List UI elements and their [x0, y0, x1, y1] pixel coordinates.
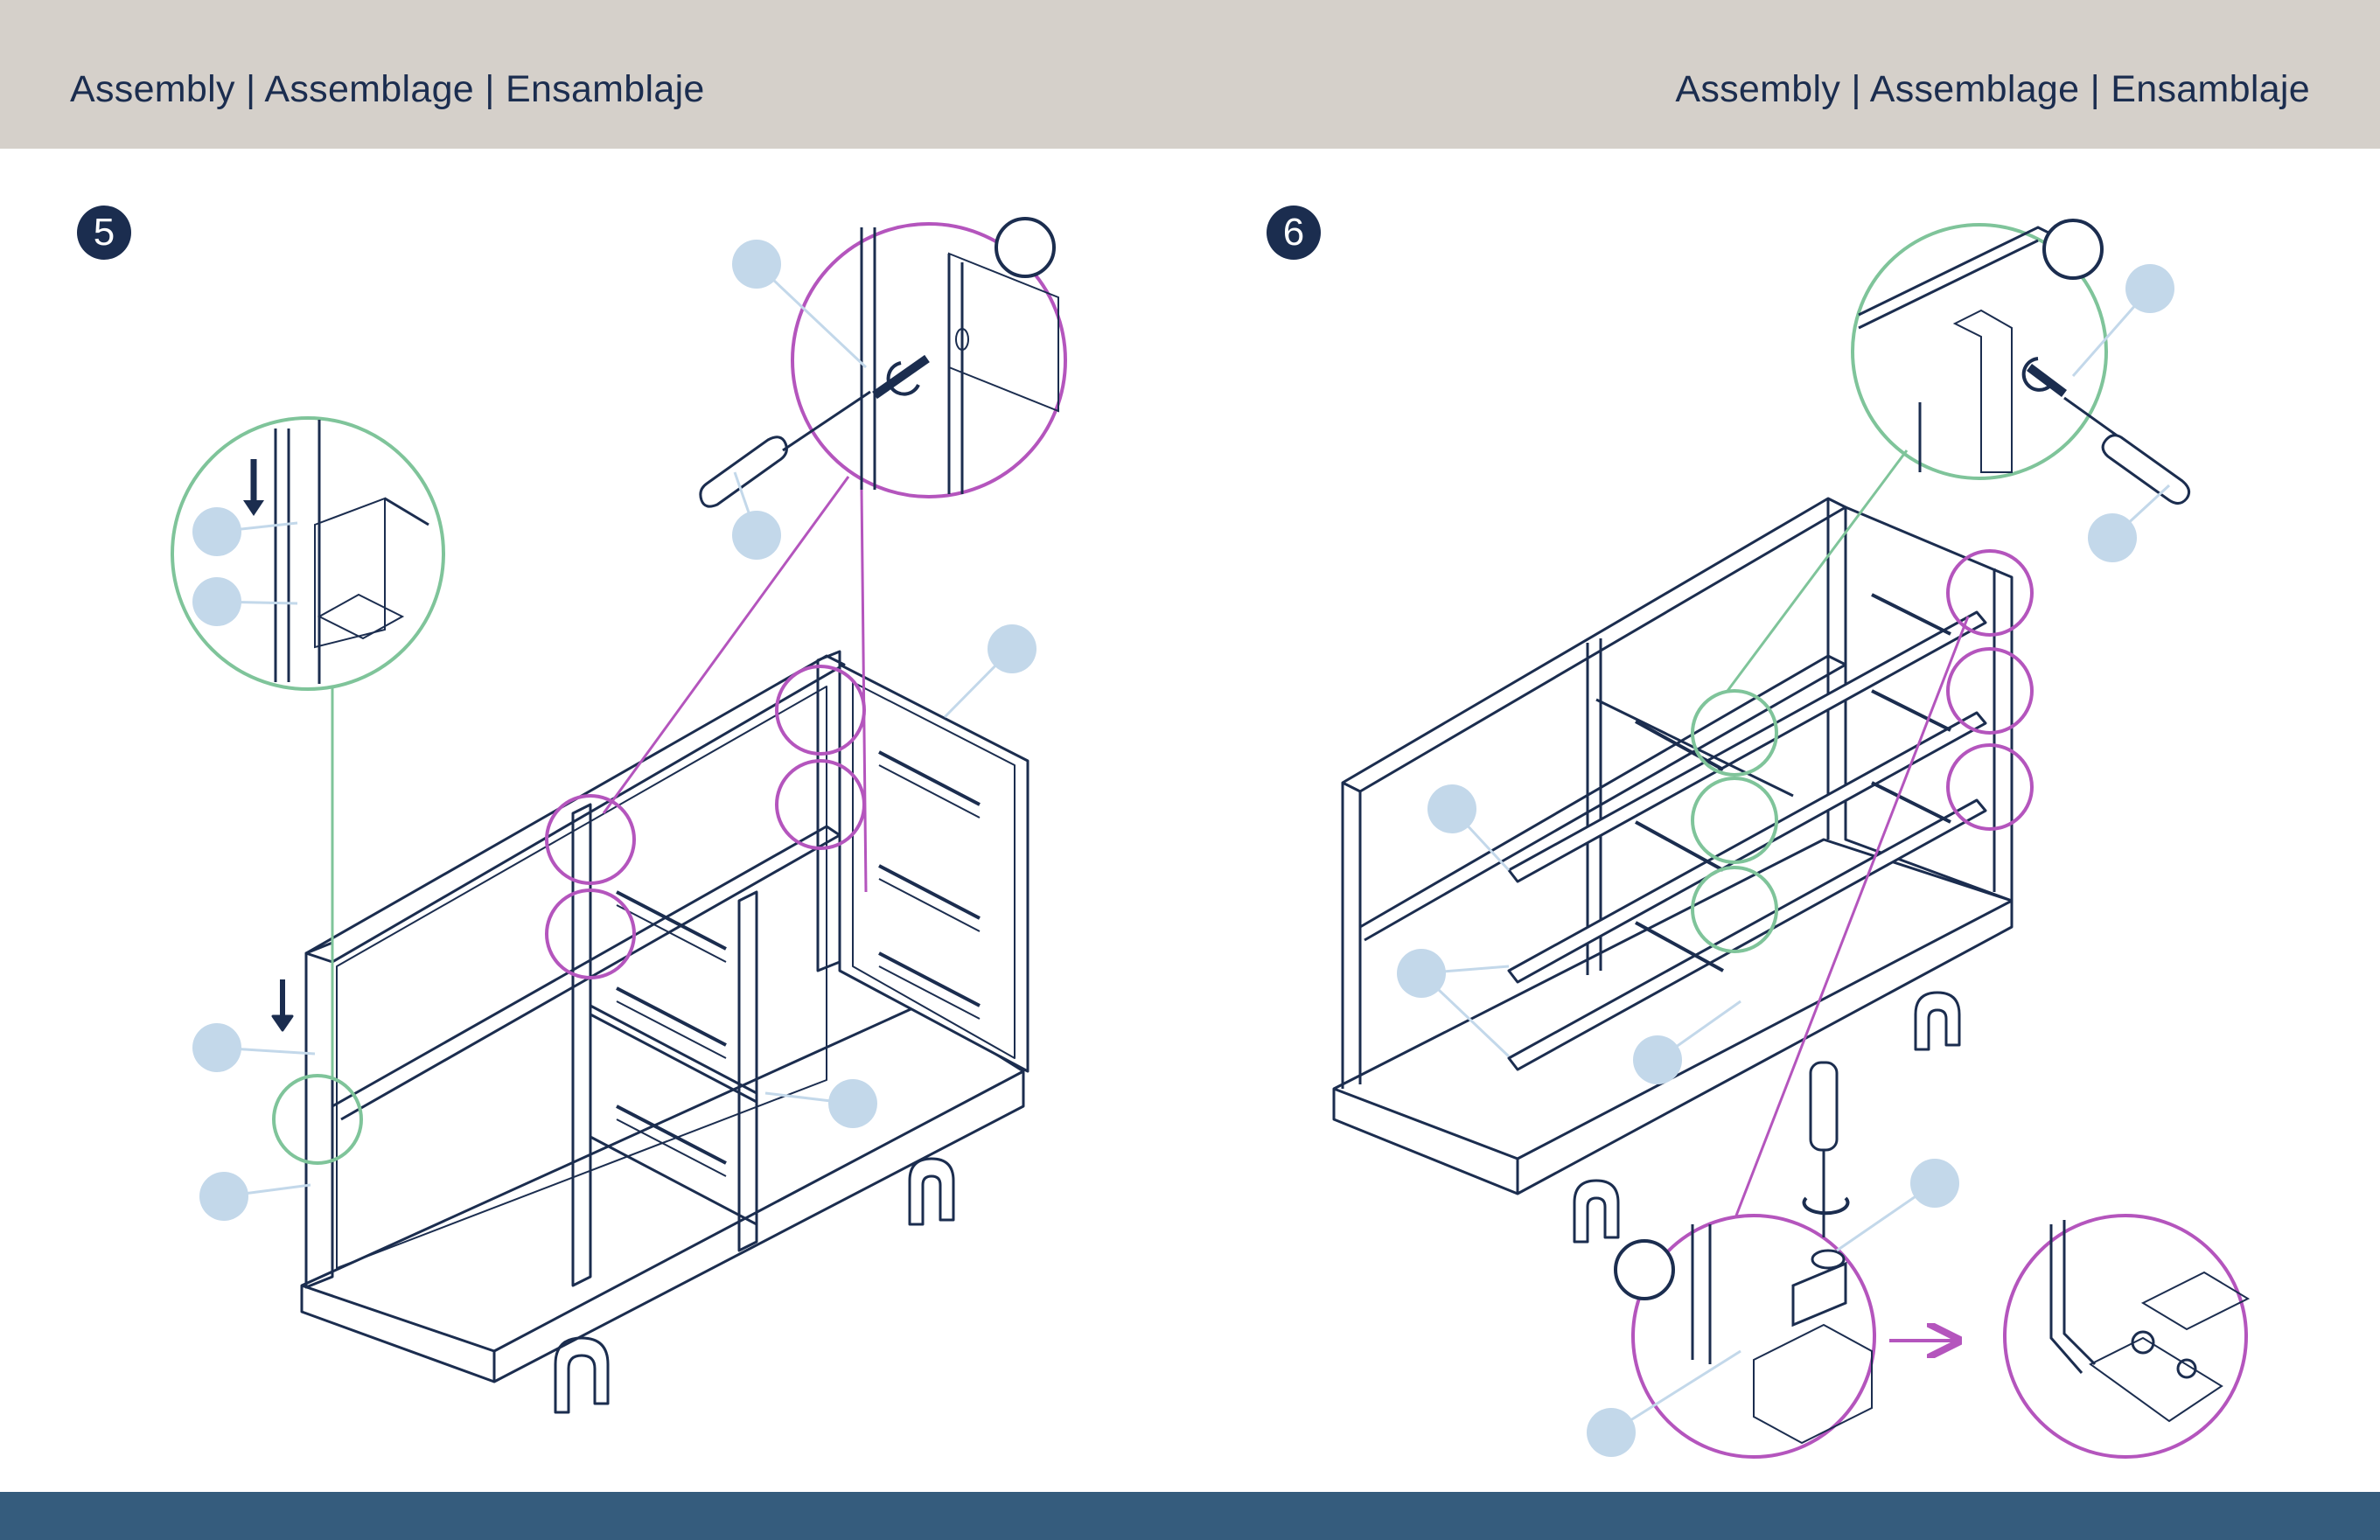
step-6-detail-screw-callout	[1727, 220, 2106, 691]
step-5-dresser-frame	[273, 652, 1028, 1412]
page-footer	[0, 1492, 2380, 1540]
step-6-dresser-frame	[1334, 498, 2012, 1242]
